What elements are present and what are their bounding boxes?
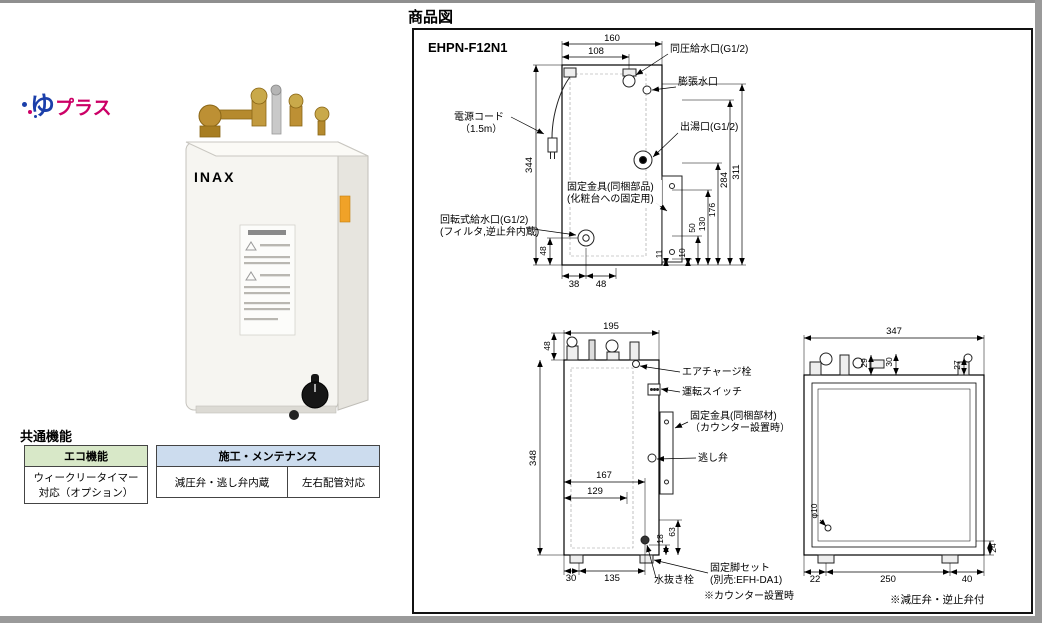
dim-176: 176 [707,203,717,217]
dim-347: 347 [886,326,902,337]
dim-135: 135 [604,573,620,584]
bracket-label-1: 固定金具(同梱部品) [567,180,654,193]
eco-table-cell: ウィークリータイマー 対応（オプション） [24,466,148,504]
dim-348: 348 [528,450,539,466]
screen-edge-right [1035,0,1042,623]
side-view-dimension-text: 347 29 30 27 φ10 22 250 40 24 [809,326,998,585]
product-diagram-box: EHPN-F12N1 [412,28,1033,614]
orange-rating-label [339,195,351,223]
outlet-label: 出湯口(G1/2) [680,120,738,133]
expansion-port-label: 膨張水口 [678,75,718,88]
side-view-outline [803,374,985,556]
dim-63: 63 [667,527,677,537]
dim-18: 18 [655,534,665,544]
counter-bracket-label-2: （カウンター設置時） [690,421,790,434]
dim-50: 50 [687,223,697,233]
bracket-label-2: (化粧台への固定用) [567,192,654,205]
screen-edge-top [0,0,1042,3]
air-charge-plug-label: エアチャージ栓 [682,365,752,378]
dim-24: 24 [988,543,998,553]
maintenance-cell-1: 減圧弁・逃し弁内蔵 [156,466,288,498]
inlet-label: 同圧給水口(G1/2) [670,42,748,55]
dim-344: 344 [524,157,535,173]
top-fittings [198,84,330,138]
dim-284: 284 [719,172,730,188]
eco-cell-line2: 対応（オプション） [38,487,134,499]
dim-311: 311 [731,164,742,179]
top-view-labels: 電源コード （1.5m） 同圧給水口(G1/2) 膨張水口 出湯口(G1/2) … [440,42,748,238]
dim-167: 167 [596,470,612,481]
front-view-leader-lines [639,364,709,579]
yu-plus-logo: ゆプラス [22,86,140,120]
valve-footnote: ※減圧弁・逆止弁付 [890,593,985,606]
leg-set-label-1: 固定脚セット [710,561,770,574]
common-features-heading: 共通機能 [20,429,73,444]
page-title: 商品図 [408,9,454,26]
model-number: EHPN-F12N1 [428,40,507,55]
rotary-inlet-label-2: (フィルタ,逆止弁内蔵) [440,225,539,238]
maintenance-table-header: 施工・メンテナンス [156,445,380,467]
dim-48-bottom: 48 [596,279,607,290]
caution-sticker [239,224,296,336]
eco-cell-line1: ウィークリータイマー [33,472,139,484]
logo-dot-icon [34,115,37,118]
logo-text-plus: プラス [55,98,112,119]
dim-108: 108 [588,46,604,57]
eco-table-header: エコ機能 [24,445,148,467]
leg-set-label-2: (別売:EFH-DA1) [710,573,782,586]
dim-30-top: 30 [884,357,894,367]
dim-130: 130 [697,217,707,231]
logo-dot-icon [22,102,27,107]
dim-30: 30 [566,573,577,584]
operation-switch-label: 運転スイッチ [682,386,742,398]
dim-29: 29 [859,358,869,368]
dim-27: 27 [952,360,962,370]
side-view-components [809,352,973,564]
dim-38: 38 [569,279,580,290]
side-view-dimension-lines [803,335,994,576]
counter-install-note: ※カウンター設置時 [704,589,794,602]
dim-160: 160 [604,33,620,44]
front-view-components [566,336,674,564]
dim-250: 250 [880,574,896,585]
drain-cap [289,410,299,420]
dim-48-left: 48 [538,246,548,256]
dim-11: 11 [654,249,664,258]
product-diagram: EHPN-F12N1 [428,33,998,606]
bracket-label-backing [564,180,662,206]
top-view-dimension-text: 160 108 344 48 10 50 130 176 284 311 11 … [524,33,742,290]
drain-plug-label: 水抜き栓 [654,573,694,586]
product-photo: INAX [185,84,369,420]
relief-valve-label: 逃し弁 [698,451,728,464]
maintenance-feature-table: 施工・メンテナンス 減圧弁・逃し弁内蔵 左右配管対応 [156,445,380,498]
maintenance-cell-2: 左右配管対応 [287,466,380,498]
front-view-dimension-text: 195 48 348 167 129 18 63 30 135 [528,321,677,584]
dim-40: 40 [962,574,973,585]
dim-10: 10 [677,248,687,258]
dim-22: 22 [810,574,821,585]
rotary-inlet-label-1: 回転式給水口(G1/2) [440,213,528,226]
front-view-dimension-lines [537,330,682,575]
screen-edge-bottom [0,616,1042,623]
counter-bracket-label-1: 固定金具(同梱部材) [690,409,777,422]
front-view-labels: エアチャージ栓 運転スイッチ 固定金具(同梱部材) （カウンター設置時） 逃し弁… [654,365,794,602]
top-view-dimension-lines [533,41,746,279]
dim-195: 195 [603,321,619,332]
dim-129: 129 [587,486,603,497]
dim-48-top: 48 [542,341,552,351]
dim-phi10: φ10 [809,503,819,518]
control-knob [301,374,329,409]
brand-logo: INAX [194,169,235,185]
power-cord-label-1: 電源コード [454,110,504,123]
logo-dot-icon [28,110,32,114]
eco-feature-table: エコ機能 ウィークリータイマー 対応（オプション） [24,445,148,504]
power-cord-label-2: （1.5m） [460,123,502,135]
